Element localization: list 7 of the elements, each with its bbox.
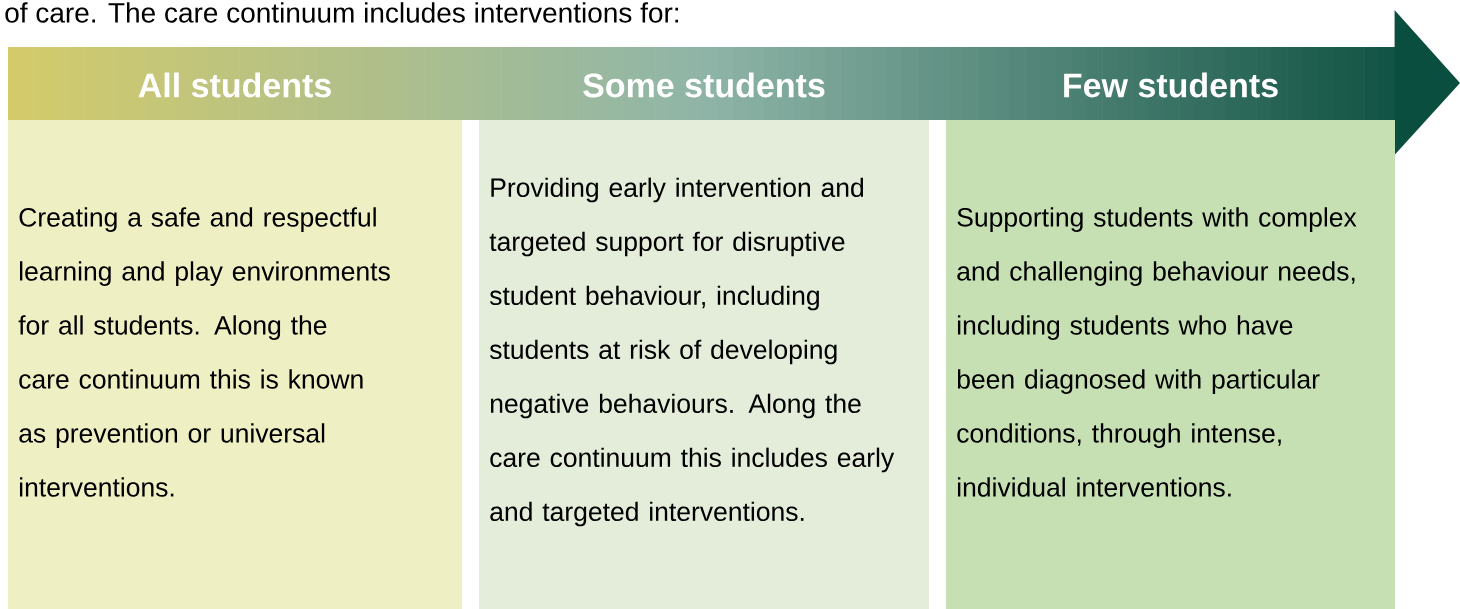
column-panel: Supporting students with complex and challenging behaviour needs, including students who have been diagnosed with particular conditions, through intense, individual interventions.: [946, 120, 1395, 609]
column-panel: Creating a safe and respectful learning and play environments for all students. Along the care continuum this is known as prevention or universal interventions.: [8, 120, 462, 609]
column-heading: Some students: [583, 72, 825, 98]
intro-text: of care. The care continuum includes interventions for:: [5, 2, 679, 23]
column-panel: Providing early intervention and targeted support for disruptive student behaviour, including students at risk of developing negative behaviours. Along the care continuum this includes early and targeted interventions.: [479, 120, 929, 609]
column-heading: Few students: [1064, 72, 1278, 98]
column-heading: All students: [138, 72, 331, 98]
